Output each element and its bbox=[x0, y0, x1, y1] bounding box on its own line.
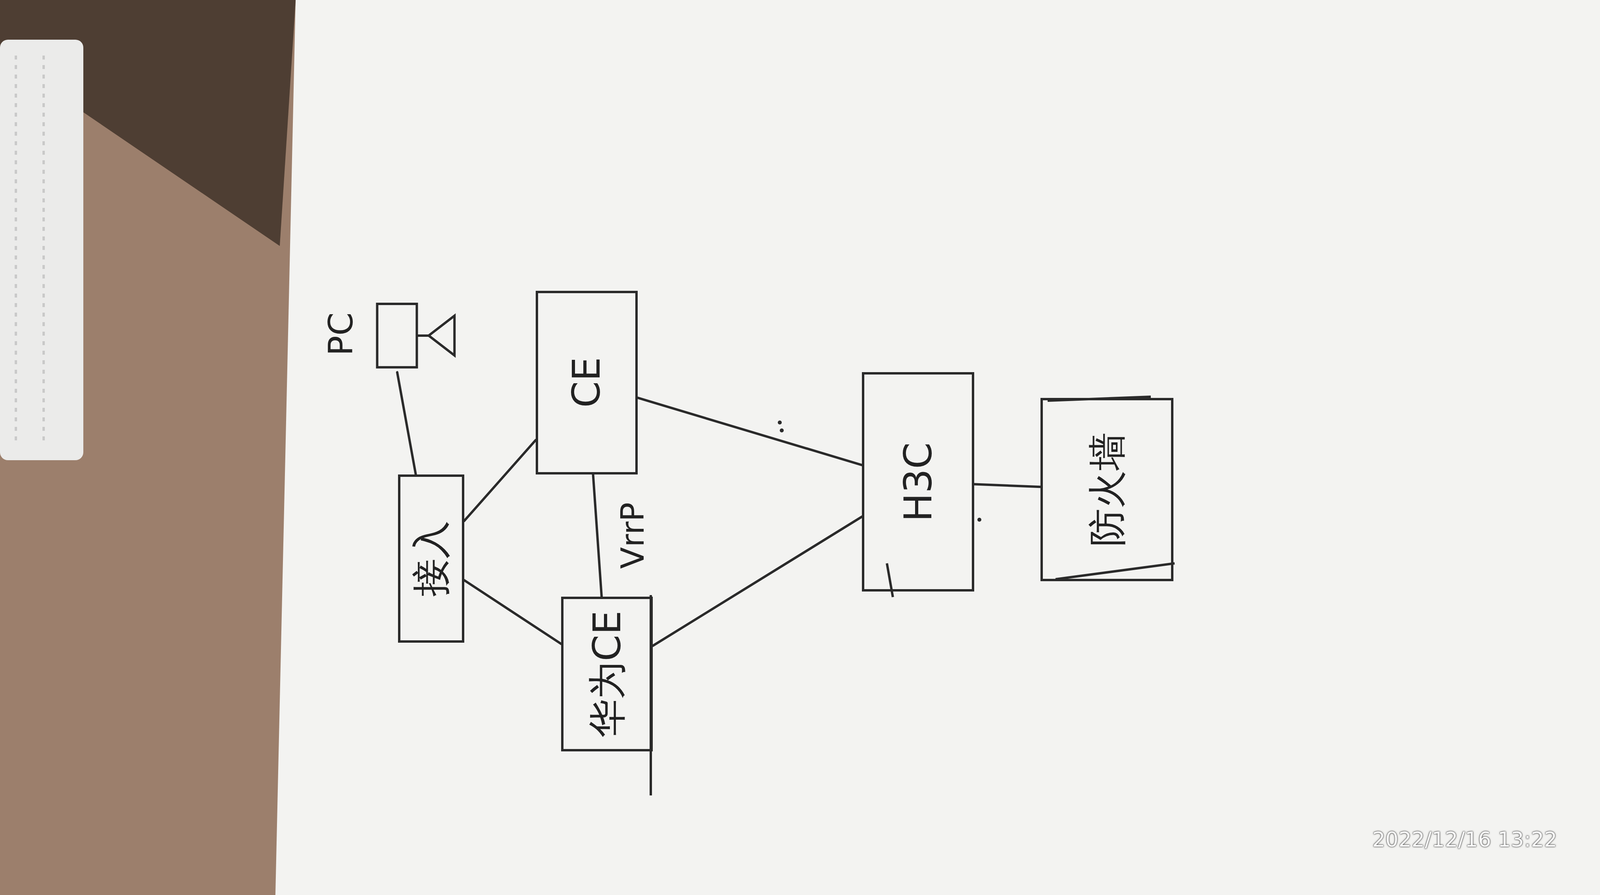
pc-node: PC bbox=[316, 296, 465, 373]
stray-stroke bbox=[1055, 563, 1175, 580]
node-label: 华为CE bbox=[588, 610, 627, 738]
node-label: 防火墙 bbox=[1088, 432, 1127, 547]
stray-stroke bbox=[886, 563, 893, 598]
node-label: CE bbox=[567, 357, 606, 408]
core-switch: CE bbox=[535, 290, 638, 475]
core-switch: 华为CE bbox=[561, 596, 653, 752]
network-link bbox=[464, 580, 562, 645]
h3c-switch: H3C bbox=[861, 372, 975, 592]
node-label: PC bbox=[324, 312, 358, 356]
network-link bbox=[593, 474, 602, 598]
mask-object bbox=[0, 39, 84, 461]
table-surface bbox=[0, 0, 296, 895]
timestamp-watermark: 2022/12/16 13:22 bbox=[1372, 829, 1558, 850]
pen-dot bbox=[777, 420, 782, 425]
monitor-stand bbox=[416, 315, 455, 356]
network-link bbox=[464, 440, 536, 522]
network-link bbox=[637, 398, 863, 466]
monitor-screen bbox=[376, 303, 417, 368]
mask-dots bbox=[14, 55, 18, 445]
pen-dot bbox=[779, 428, 784, 433]
pen-dot bbox=[977, 517, 982, 522]
mask-dots bbox=[42, 55, 45, 445]
network-link bbox=[974, 484, 1041, 488]
access-switch: 接入 bbox=[398, 474, 465, 643]
node-label: H3C bbox=[899, 442, 938, 522]
node-label: 接入 bbox=[411, 520, 450, 597]
network-link bbox=[652, 516, 862, 646]
firewall-box: 防火墙 bbox=[1040, 398, 1174, 582]
link-label: VrrP bbox=[616, 500, 650, 572]
monitor-icon bbox=[365, 296, 465, 373]
network-link bbox=[397, 372, 416, 475]
